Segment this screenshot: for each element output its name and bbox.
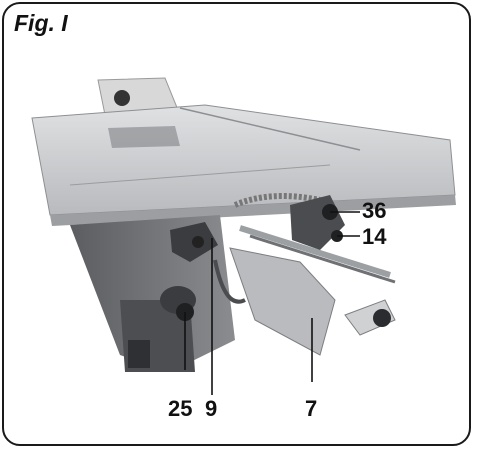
callout-9: 9 xyxy=(205,396,218,421)
leader-lines xyxy=(184,211,360,395)
table-top xyxy=(31,104,456,226)
figure-title: Fig. I xyxy=(14,10,68,36)
callout-36: 36 xyxy=(362,198,387,223)
callout-7: 7 xyxy=(305,396,318,421)
bevel-lock-knob xyxy=(170,222,218,262)
spring-and-rails xyxy=(213,193,396,304)
callout-25: 25 xyxy=(168,396,193,421)
push-stick xyxy=(229,247,396,356)
callout-14: 14 xyxy=(362,224,387,249)
angle-gauge xyxy=(290,195,345,250)
